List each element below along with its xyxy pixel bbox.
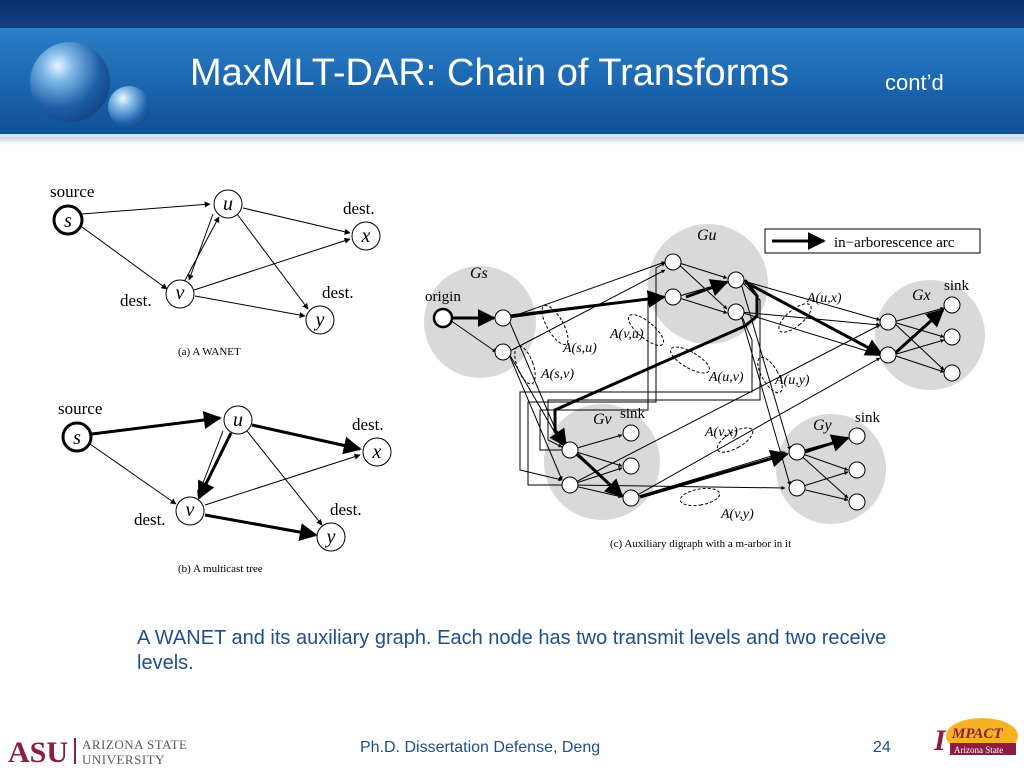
- header-divider: [0, 134, 1024, 137]
- node-gv-4: [622, 457, 640, 475]
- label-a-vx: A(v,x): [704, 425, 738, 440]
- label-a-su: A(s,u): [562, 341, 597, 356]
- label-u-b: u: [233, 409, 243, 431]
- label-gx: Gx: [912, 287, 931, 304]
- node-gu-2: [664, 288, 682, 306]
- label-gu: Gu: [697, 227, 717, 244]
- decorative-orb-large: [30, 42, 110, 122]
- node-gu-3: [727, 271, 745, 289]
- node-gx-3: [943, 296, 961, 314]
- asu-name-line1: Arizona State: [82, 737, 188, 752]
- label-sink-v: sink: [620, 406, 646, 422]
- node-y-b: [316, 522, 346, 552]
- label-v-b: v: [186, 499, 195, 521]
- label-dest-y-b: dest.: [330, 500, 362, 519]
- node-gv-2: [561, 476, 579, 494]
- node-s-b: [61, 421, 93, 453]
- node-gs-1: [494, 309, 512, 327]
- figure-c-auxiliary-digraph: in−arborescence arc: [415, 222, 995, 554]
- label-x-a: x: [361, 225, 371, 247]
- label-a-vy: A(v,y): [720, 507, 754, 522]
- node-origin: [432, 307, 454, 329]
- node-x-a: [351, 221, 381, 251]
- impact-letter: I: [933, 724, 947, 757]
- slide-caption: A WANET and its auxiliary graph. Each no…: [137, 627, 887, 674]
- label-y-a: y: [314, 309, 325, 331]
- label-sink-y: sink: [855, 410, 881, 426]
- label-u-a: u: [223, 193, 233, 215]
- label-dest-v-b: dest.: [134, 510, 166, 529]
- impact-logo: I MPACT Arizona State: [932, 712, 1020, 769]
- impact-subtitle: Arizona State: [954, 745, 1003, 755]
- decorative-orb-small: [108, 86, 150, 128]
- footer-presenter: Ph.D. Dissertation Defense, Deng: [360, 739, 601, 756]
- node-v-a: [165, 279, 195, 309]
- node-gy-3: [848, 427, 866, 445]
- label-s-b: s: [73, 427, 81, 449]
- node-gu-4: [727, 303, 745, 321]
- asu-logo: ASU Arizona State University: [8, 734, 198, 773]
- label-y-b: y: [325, 526, 336, 548]
- slide-title: MaxMLT-DAR: Chain of Transforms: [190, 52, 790, 94]
- node-x-b: [362, 437, 392, 467]
- label-sink-x: sink: [944, 278, 970, 294]
- label-a-uv: A(u,v): [708, 370, 744, 385]
- legend-label: in−arborescence arc: [834, 235, 955, 251]
- node-gx-2: [879, 346, 897, 364]
- label-a-vu: A(v,u): [609, 327, 644, 342]
- node-gy-5: [848, 493, 866, 511]
- node-gs-2: [494, 343, 512, 361]
- caption-c: (c) Auxiliary digraph with a m-arbor in …: [610, 538, 791, 550]
- label-a-ux: A(u,x): [806, 291, 842, 306]
- label-origin: origin: [425, 289, 461, 305]
- node-u-a: [213, 189, 243, 219]
- node-v-b: [175, 496, 205, 526]
- node-gx-4: [943, 328, 961, 346]
- label-dest-x-a: dest.: [343, 199, 375, 218]
- label-source-b: source: [58, 399, 102, 418]
- page-number: 24: [873, 739, 891, 756]
- figure-b-multicast-tree: s u v x y source dest. dest. dest. (b) A…: [45, 390, 410, 580]
- node-gu-1: [664, 253, 682, 271]
- label-v-a: v: [176, 282, 185, 304]
- node-y-a: [305, 305, 335, 335]
- node-gv-5: [622, 489, 640, 507]
- label-source-a: source: [50, 182, 94, 201]
- label-x-b: x: [372, 441, 382, 463]
- header-band: [0, 28, 1024, 136]
- label-dest-v-a: dest.: [120, 291, 152, 310]
- figure-a-wanet: s u v x y source dest. dest. dest. (a) A…: [45, 175, 410, 365]
- caption-b: (b) A multicast tree: [178, 563, 263, 575]
- header-shadow: [0, 137, 1024, 145]
- node-gy-4: [848, 461, 866, 479]
- label-dest-y-a: dest.: [322, 283, 354, 302]
- node-u-b: [223, 405, 253, 435]
- label-gv: Gv: [593, 411, 613, 428]
- node-gv-1: [561, 441, 579, 459]
- asu-name-line2: University: [82, 752, 165, 767]
- node-gv-3: [622, 424, 640, 442]
- node-gy-1: [788, 443, 806, 461]
- label-gy: Gy: [813, 417, 833, 434]
- label-dest-x-b: dest.: [352, 415, 384, 434]
- top-bar: [0, 0, 1024, 28]
- impact-name: MPACT: [951, 726, 1003, 742]
- caption-a: (a) A WANET: [178, 346, 241, 358]
- label-a-uy: A(u,y): [774, 373, 810, 388]
- asu-mark: ASU: [8, 736, 68, 768]
- node-gx-5: [943, 364, 961, 382]
- label-a-sv: A(s,v): [540, 367, 574, 382]
- node-gx-1: [879, 313, 897, 331]
- label-s-a: s: [64, 210, 72, 232]
- label-gs: Gs: [470, 265, 488, 282]
- slide-subtitle: cont’d: [885, 70, 944, 95]
- node-s-a: [52, 204, 84, 236]
- node-gy-2: [788, 479, 806, 497]
